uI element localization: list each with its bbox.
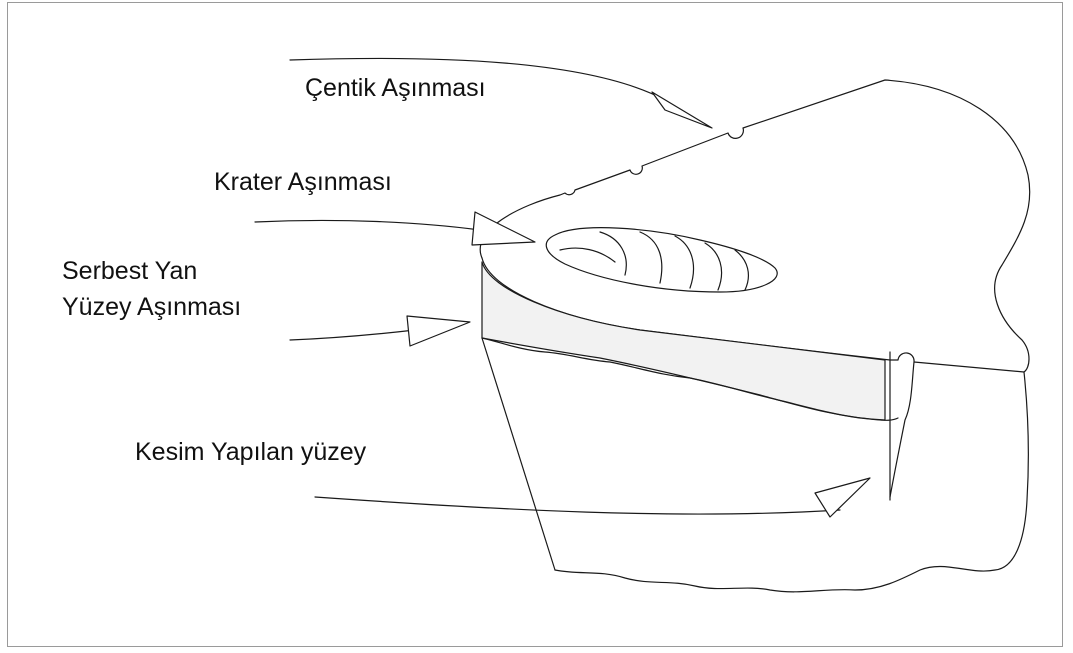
crater-wear-label: Krater Aşınması [214,167,392,197]
flank-wear-arrow-line [290,330,415,340]
tool-bottom-edge [555,372,1028,592]
flank-wear-label-line2: Yüzey Aşınması [62,292,241,322]
notch-wear-label: Çentik Aşınması [305,73,486,103]
notch-groove [890,362,914,497]
tool-left-side [482,338,555,570]
crater-wear-arrow-line [255,220,480,230]
cut-surface-arrow-line [315,497,840,514]
notch-wear-arrowhead [652,92,712,128]
cut-surface-label: Kesim Yapılan yüzey [135,437,366,467]
flank-wear-arrowhead [407,316,470,346]
flank-wear-label-line1: Serbest Yan [62,256,197,286]
crater-wear-arrowhead [472,212,535,245]
